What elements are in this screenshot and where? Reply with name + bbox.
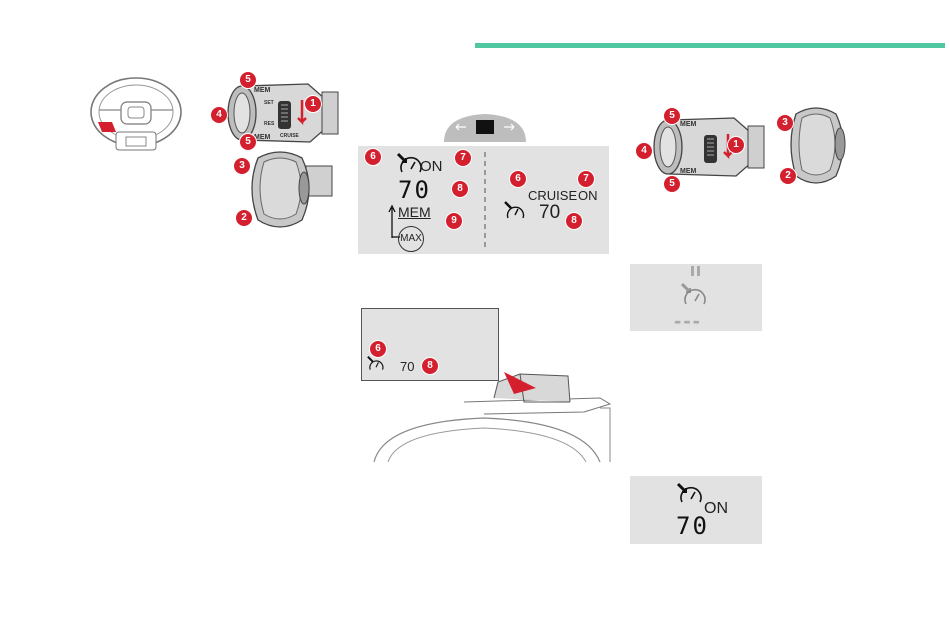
cruise-label-right: CRUISE [528, 188, 577, 203]
speed-left: 70 [398, 176, 431, 204]
cluster-display-panel: ON 70 MEM MAX CRUISE ON 70 [358, 146, 609, 254]
max-limit-badge: MAX [398, 226, 424, 252]
header-accent-bar [475, 43, 945, 48]
speedometer-icon [503, 200, 527, 222]
active-speed: 70 [676, 512, 709, 540]
mem-label-top: MEM [680, 121, 696, 128]
hud-speed: 70 [400, 359, 414, 374]
callout-6: 6 [369, 340, 387, 358]
cruise-status-left: ON [420, 158, 443, 175]
cruise-label: CRUISE [280, 133, 299, 139]
callout-2: 2 [235, 209, 253, 227]
callout-7: 7 [577, 170, 595, 188]
steering-wheel-icon [88, 76, 184, 154]
cruise-status-right: ON [578, 188, 598, 203]
callout-8: 8 [451, 180, 469, 198]
res-label: RES [264, 121, 274, 127]
speedometer-icon [676, 482, 704, 506]
callout-1: 1 [727, 136, 745, 154]
mem-label: MEM [398, 204, 431, 220]
instrument-cluster-icon [440, 112, 530, 144]
set-label: SET [264, 100, 274, 106]
callout-5: 5 [239, 71, 257, 89]
pause-icon [690, 266, 702, 276]
display-divider [484, 152, 486, 250]
callout-1: 1 [304, 95, 322, 113]
paused-cruise-display: --- [630, 264, 762, 331]
callout-9: 9 [445, 212, 463, 230]
mem-label-top: MEM [254, 87, 270, 94]
callout-2: 2 [779, 167, 797, 185]
paused-speed-dashes: --- [674, 312, 702, 330]
speed-right: 70 [539, 202, 560, 224]
callout-3: 3 [233, 157, 251, 175]
callout-3: 3 [776, 114, 794, 132]
callout-5: 5 [663, 175, 681, 193]
callout-4: 4 [210, 106, 228, 124]
mem-label-bottom: MEM [680, 168, 696, 175]
callout-8: 8 [565, 212, 583, 230]
callout-6: 6 [364, 148, 382, 166]
callout-6: 6 [509, 170, 527, 188]
stalk-rear-view-left [250, 148, 336, 238]
active-cruise-display: ON 70 [630, 476, 762, 544]
callout-7: 7 [454, 149, 472, 167]
callout-5: 5 [663, 107, 681, 125]
callout-4: 4 [635, 142, 653, 160]
steering-wheel-thumbnail [88, 76, 184, 154]
callout-8: 8 [421, 357, 439, 375]
speedometer-icon [680, 282, 708, 308]
stalk-rear-view-right [790, 104, 860, 194]
